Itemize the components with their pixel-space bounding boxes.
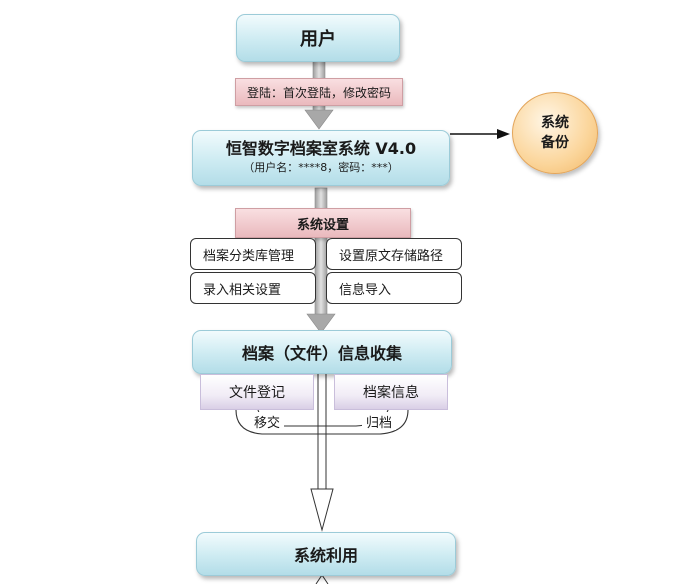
backup-label-2: 备份	[541, 135, 569, 151]
settings-item-label: 信息导入	[339, 282, 392, 298]
user-node: 用户	[236, 14, 400, 62]
backup-label-1: 系统	[541, 115, 569, 131]
system-node: 恒智数字档案室系统 V4.0 （用户名：****8，密码：***）	[192, 130, 450, 186]
collect-title: 档案（文件）信息收集	[241, 344, 402, 363]
file-register-label: 文件登记	[229, 385, 285, 401]
login-note: 登陆：首次登陆，修改密码	[235, 78, 403, 106]
arrow-system-to-backup	[450, 129, 510, 139]
settings-item: 信息导入	[326, 272, 462, 304]
settings-item: 设置原文存储路径	[326, 238, 462, 270]
collect-node: 档案（文件）信息收集	[192, 330, 452, 374]
bottom-arrow-tip	[315, 574, 329, 584]
archive-info-label: 档案信息	[363, 385, 419, 401]
arrow-collect-to-use	[310, 371, 334, 532]
transfer-label: 移交	[250, 412, 284, 431]
archive-label: 归档	[362, 412, 396, 431]
archive-info-box: 档案信息	[334, 374, 448, 410]
file-register-box: 文件登记	[200, 374, 314, 410]
system-title: 恒智数字档案室系统 V4.0	[225, 139, 417, 158]
settings-header-label: 系统设置	[296, 217, 349, 233]
settings-item: 录入相关设置	[190, 272, 316, 304]
system-use-node: 系统利用	[196, 532, 456, 576]
settings-item-label: 档案分类库管理	[203, 248, 295, 264]
settings-item: 档案分类库管理	[190, 238, 316, 270]
system-credentials: （用户名：****8，密码：***）	[243, 161, 399, 174]
settings-header: 系统设置	[235, 208, 411, 238]
backup-circle: 系统 备份	[512, 92, 598, 174]
settings-item-label: 设置原文存储路径	[339, 248, 444, 264]
user-label: 用户	[300, 29, 336, 50]
login-note-label: 登陆：首次登陆，修改密码	[246, 85, 391, 100]
system-use-label: 系统利用	[293, 546, 358, 565]
settings-item-label: 录入相关设置	[203, 282, 282, 298]
